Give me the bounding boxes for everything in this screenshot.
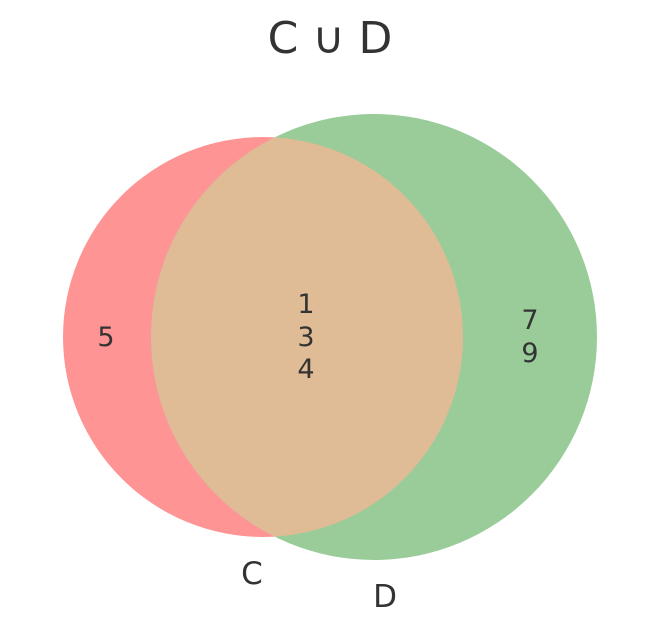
element-label: 4 <box>297 354 314 385</box>
element-label: 5 <box>97 322 114 353</box>
region-c-and-d: 1 3 4 <box>297 289 314 385</box>
element-label: 3 <box>297 322 314 353</box>
element-label: 9 <box>521 338 538 369</box>
diagram-title: C ∪ D <box>268 13 393 64</box>
intersection-region <box>151 137 463 537</box>
set-c-label: C <box>241 556 263 592</box>
region-d-only: 7 9 <box>521 305 538 369</box>
element-label: 1 <box>297 289 314 320</box>
set-d-label: D <box>373 579 397 615</box>
region-c-only: 5 <box>97 322 114 353</box>
element-label: 7 <box>521 305 538 336</box>
